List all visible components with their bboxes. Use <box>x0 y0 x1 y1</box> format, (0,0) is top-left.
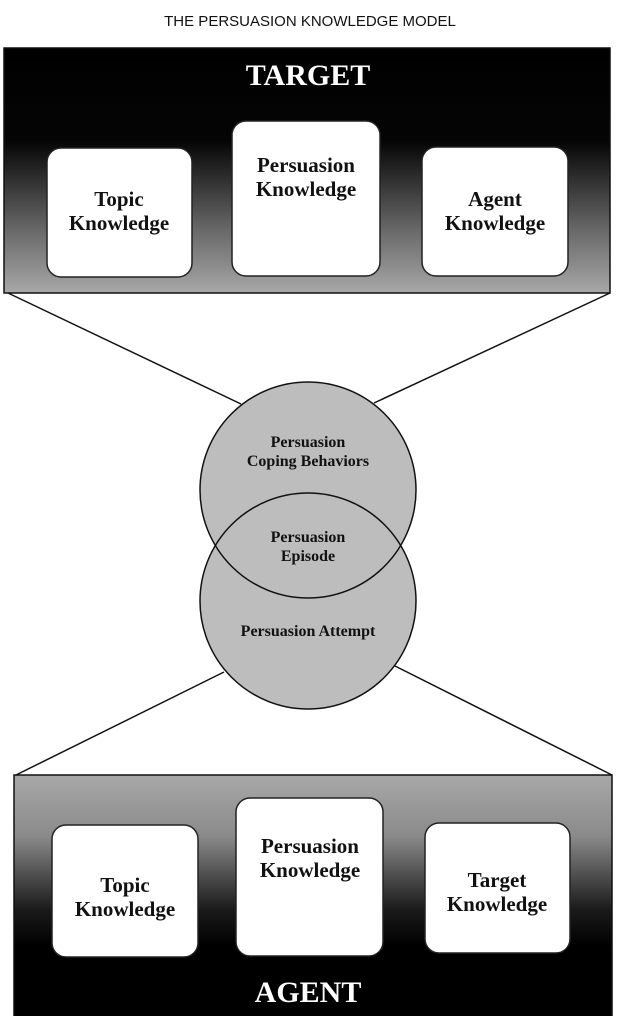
agent-target-knowledge-box: Target Knowledge <box>424 822 571 954</box>
agent-label: AGENT <box>255 976 362 1009</box>
connector-line <box>394 665 613 776</box>
diagram-title: THE PERSUASION KNOWLEDGE MODEL <box>164 13 456 30</box>
coping-behaviors-label: Coping Behaviors <box>247 453 369 470</box>
box-label: Topic <box>94 187 143 211</box>
connector-line <box>15 671 225 776</box>
box-label: Knowledge <box>445 211 545 235</box>
box-label: Target <box>468 868 527 892</box>
persuasion-attempt-label: Persuasion Attempt <box>241 623 376 640</box>
box-label: Agent <box>468 187 522 211</box>
box-label: Knowledge <box>69 211 169 235</box>
target-topic-knowledge-box: Topic Knowledge <box>46 147 193 278</box>
coping-behaviors-circle <box>199 381 417 599</box>
target-panel: TARGET Topic Knowledge Persuasion Knowle… <box>3 47 611 294</box>
target-agent-knowledge-box: Agent Knowledge <box>421 146 569 277</box>
box-label: Knowledge <box>75 897 175 921</box>
persuasion-attempt-circle-fill <box>200 493 416 709</box>
agent-topic-knowledge-box: Topic Knowledge <box>51 824 199 958</box>
persuasion-attempt-circle <box>199 492 417 710</box>
box-label: Knowledge <box>260 858 360 882</box>
box-label: Persuasion <box>257 153 355 177</box>
box-label: Knowledge <box>447 892 547 916</box>
coping-behaviors-label: Persuasion <box>271 434 346 451</box>
connector-line <box>7 292 242 405</box>
box-label: Topic <box>100 873 149 897</box>
venn-circles: Persuasion Coping Behaviors Persuasion E… <box>199 381 417 710</box>
box-label: Knowledge <box>256 177 356 201</box>
agent-panel: Topic Knowledge Persuasion Knowledge Tar… <box>13 774 613 1016</box>
target-label: TARGET <box>246 59 370 92</box>
target-persuasion-knowledge-box: Persuasion Knowledge <box>231 120 381 277</box>
episode-label: Persuasion <box>271 529 346 546</box>
connector-line <box>373 292 611 404</box>
agent-persuasion-knowledge-box: Persuasion Knowledge <box>235 797 384 957</box>
episode-label: Episode <box>281 548 335 565</box>
box-label: Persuasion <box>261 834 359 858</box>
